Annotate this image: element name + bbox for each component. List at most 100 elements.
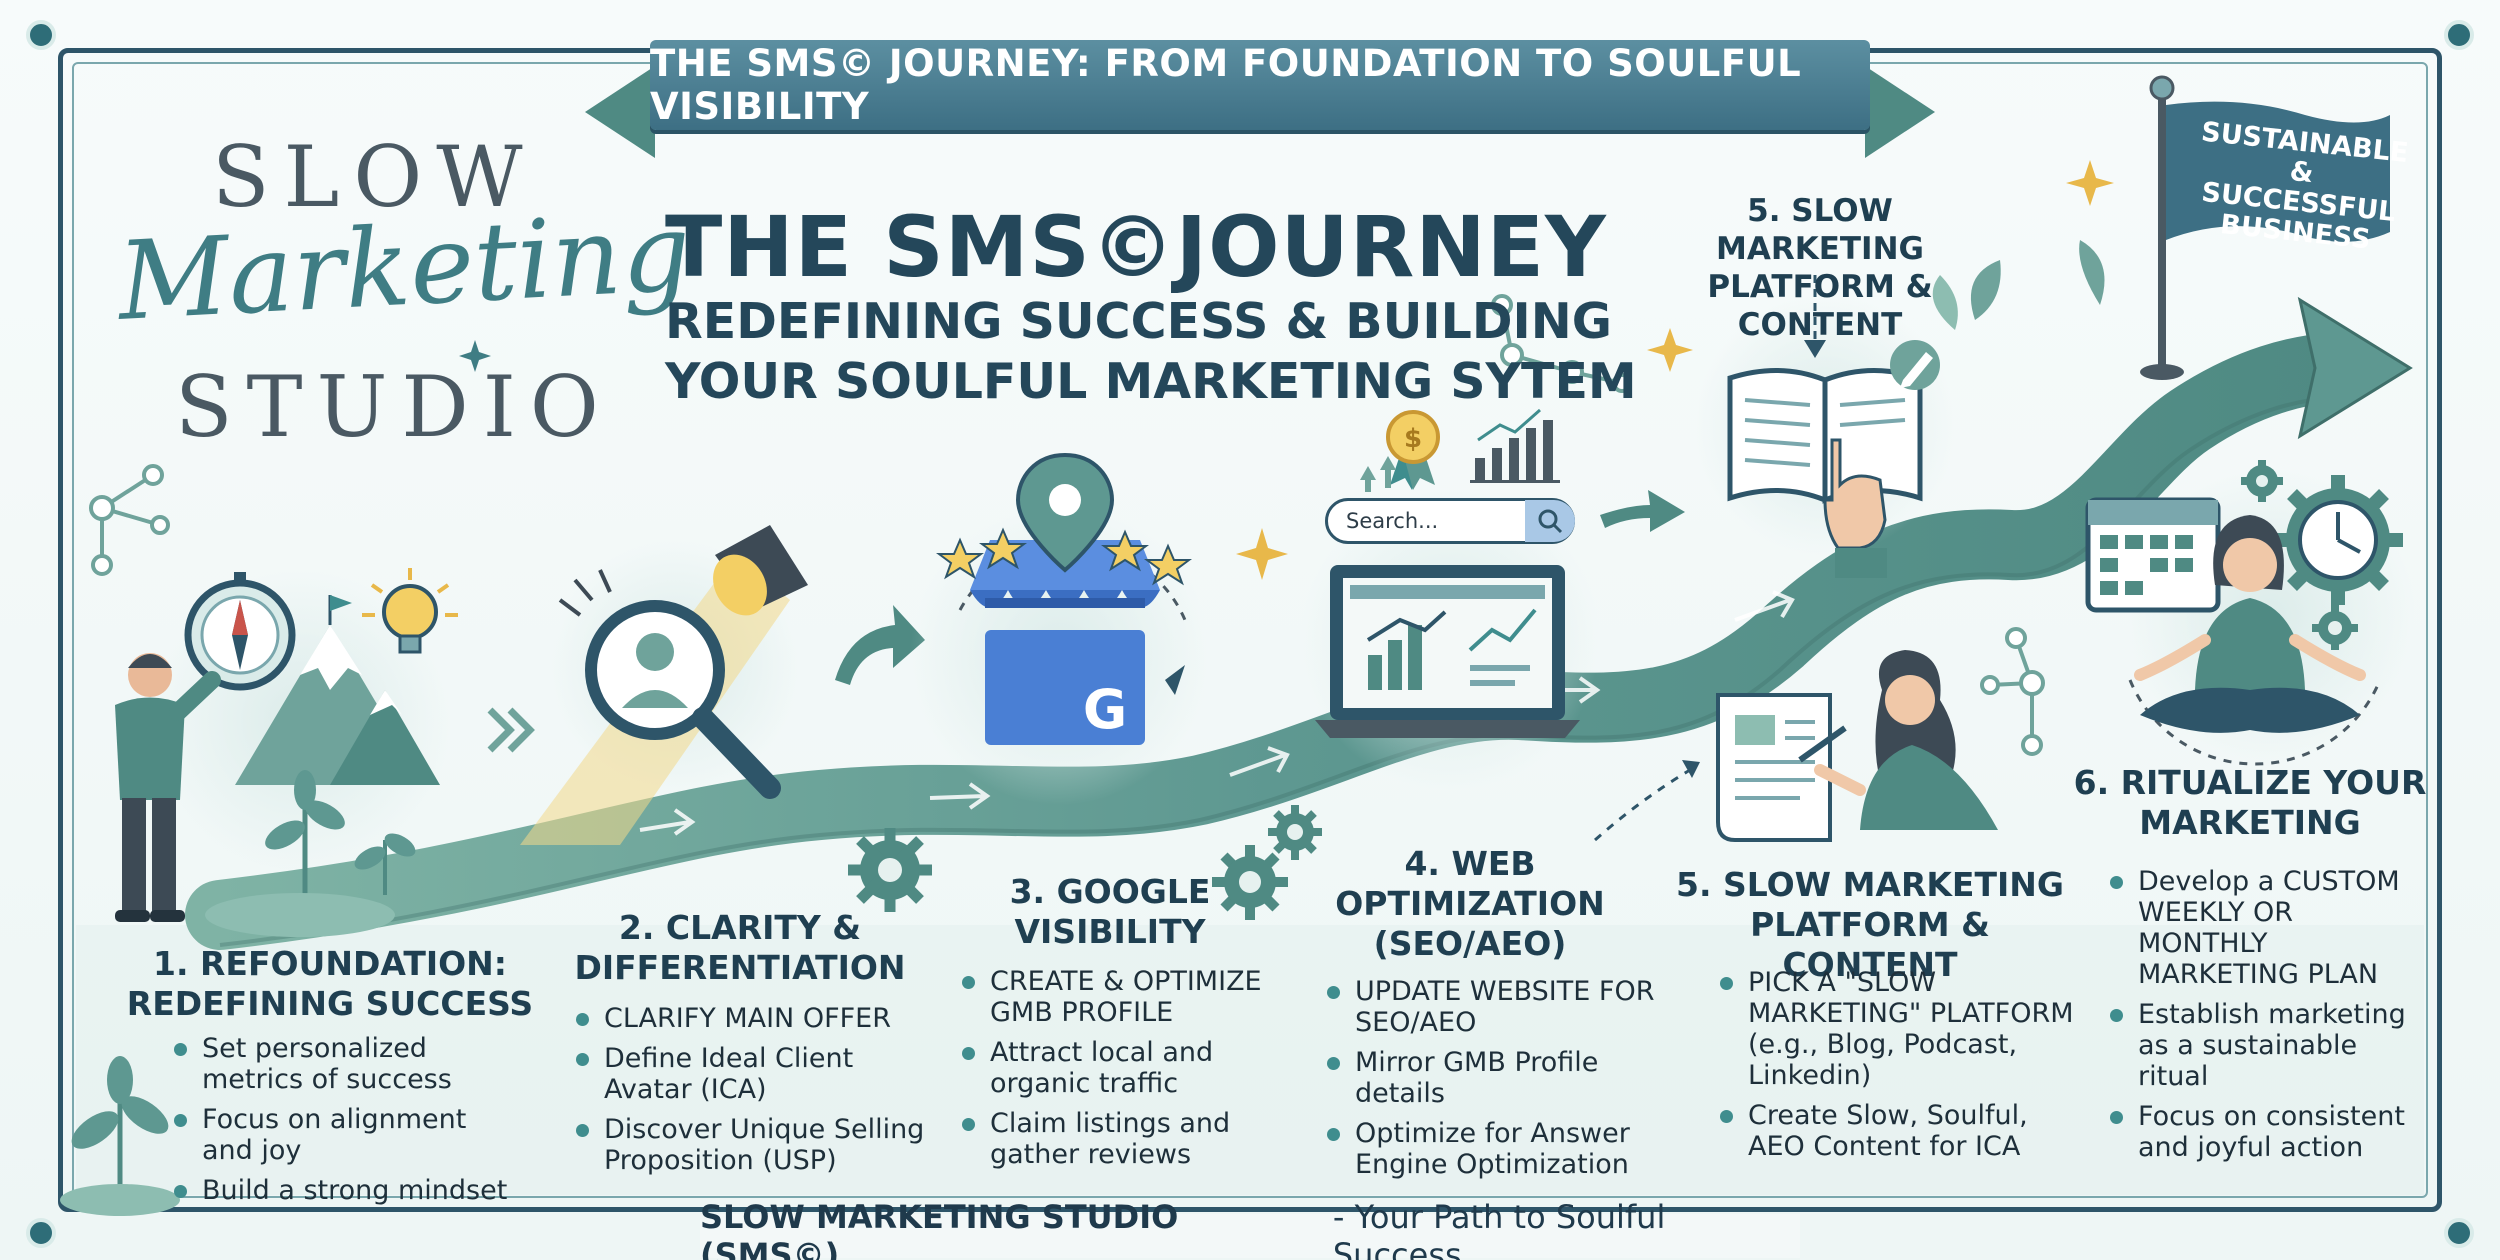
document-icon: [1716, 693, 1832, 842]
leaf-icon: [1932, 240, 2105, 330]
list-item: Create Slow, Soulful, AEO Content for IC…: [1718, 1100, 2078, 1162]
step5-title-line1: 5. SLOW MARKETING: [1676, 865, 2064, 904]
svg-text:$: $: [1404, 424, 1422, 454]
list-item: Claim listings and gather reviews: [960, 1108, 1300, 1170]
list-item: Focus on alignment and joy: [172, 1104, 512, 1166]
search-icon: [1538, 509, 1563, 534]
list-item: Define Ideal Client Avatar (ICA): [574, 1043, 944, 1105]
step4-title-line3: (SEO/AEO): [1373, 924, 1567, 963]
step2-title-line2: DIFFERENTIATION: [574, 948, 906, 987]
top-step5-label-line1: 5. SLOW MARKETING: [1716, 193, 1924, 267]
step1-title-line2: REDEFINING SUCCESS: [126, 984, 534, 1023]
headline-title: THE SMS©JOURNEY: [665, 198, 1607, 296]
curved-arrow-icon: [1600, 490, 1685, 532]
footer-brand: SLOW MARKETING STUDIO (SMS©): [700, 1198, 1179, 1260]
map-pin-icon: [1015, 452, 1115, 573]
headline-subtitle: REDEFINING SUCCESS & BUILDING YOUR SOULF…: [665, 292, 1637, 412]
road-arrowhead-icon: [2297, 296, 2413, 440]
sparkle-icon: [459, 340, 491, 372]
bar-chart-icon: [1470, 408, 1560, 483]
up-arrows-icon: [1360, 456, 1396, 492]
ribbon-left-icon: [585, 66, 655, 158]
google-logo-icon: G: [1083, 678, 1127, 741]
compass-icon: [184, 572, 296, 691]
network-nodes-icon: [1491, 294, 1632, 393]
ribbon-right-icon: [1865, 66, 1935, 158]
step1-title: 1. REFOUNDATION: REDEFINING SUCCESS: [120, 944, 540, 1024]
step6-bullets: Develop a CUSTOM WEEKLY OR MONTHLY MARKE…: [2108, 866, 2428, 1172]
brand-logo-studio: STUDIO: [175, 358, 613, 456]
list-item: Establish marketing as a sustainable rit…: [2108, 999, 2428, 1092]
sprout-corner-icon: [60, 1056, 180, 1216]
step1-title-line1: 1. REFOUNDATION:: [153, 944, 507, 983]
person-explorer-icon: [115, 653, 221, 922]
headline-subtitle-line1: REDEFINING SUCCESS & BUILDING: [665, 293, 1613, 350]
sparkle-icon: [1236, 160, 2114, 580]
list-item: Set personalized metrics of success: [172, 1033, 512, 1095]
top-step5-label-line2: PLATFORM & CONTENT: [1707, 269, 1933, 343]
corner-dot-icon: [2444, 1218, 2474, 1248]
step2-title: 2. CLARITY & DIFFERENTIATION: [560, 908, 920, 988]
step4-title-line2: OPTIMIZATION: [1335, 884, 1605, 923]
corner-dot-icon: [2444, 20, 2474, 50]
coin-medal-icon: $: [1386, 410, 1440, 490]
plant-icon: [265, 770, 416, 900]
mountain-icon: [235, 595, 440, 785]
open-book-icon: [1727, 368, 1923, 504]
list-item: UPDATE WEBSITE FOR SEO/AEO: [1325, 976, 1655, 1038]
step5-bullets: PICK A "SLOW MARKETING" PLATFORM (e.g., …: [1718, 967, 2078, 1171]
step3-title: 3. GOOGLE VISIBILITY: [950, 872, 1270, 952]
corner-dot-icon: [26, 1218, 56, 1248]
lightbulb-icon: [362, 568, 458, 654]
list-item: Focus on consistent and joyful action: [2108, 1101, 2428, 1163]
list-item: Optimize for Answer Engine Optimization: [1325, 1118, 1655, 1180]
step2-title-line1: 2. CLARITY &: [618, 908, 862, 947]
gear-icon: [1212, 805, 1322, 920]
network-nodes-icon: [1980, 627, 2045, 756]
double-chevron-icon: [487, 707, 535, 753]
step4-bullets: UPDATE WEBSITE FOR SEO/AEO Mirror GMB Pr…: [1325, 976, 1655, 1189]
step5-title-line2: PLATFORM & CONTENT: [1750, 905, 1990, 984]
list-item: CLARIFY MAIN OFFER: [574, 1003, 944, 1034]
meditating-woman-icon: [2134, 515, 2366, 733]
gear-icon: [2241, 460, 2358, 650]
gear-icon: [848, 828, 932, 912]
step3-title-line1: 3. GOOGLE: [1009, 872, 1211, 911]
list-item: Mirror GMB Profile details: [1325, 1047, 1655, 1109]
flag-label: SUSTAINABLE & SUCCESSFUL BUSINESS: [2189, 116, 2410, 258]
search-placeholder: Search...: [1346, 509, 1439, 533]
calendar-icon: [2085, 497, 2221, 613]
list-item: Build a strong mindset: [172, 1175, 512, 1206]
star-rating-icon: [936, 527, 1192, 586]
search-button[interactable]: [1525, 500, 1575, 542]
laptop-icon: [1315, 565, 1580, 738]
list-item: Attract local and organic traffic: [960, 1037, 1300, 1099]
step1-bullets: Set personalized metrics of success Focu…: [172, 1033, 512, 1215]
top-step5-label: 5. SLOW MARKETING PLATFORM & CONTENT: [1640, 192, 2000, 344]
list-item: CREATE & OPTIMIZE GMB PROFILE: [960, 966, 1300, 1028]
step4-title-line1: 4. WEB: [1404, 844, 1536, 883]
brand-logo-slow: SLOW: [212, 128, 537, 226]
footer-tagline: - Your Path to Soulful Success: [1332, 1198, 1666, 1260]
list-item: Develop a CUSTOM WEEKLY OR MONTHLY MARKE…: [2108, 866, 2428, 990]
top-banner: THE SMS© JOURNEY: FROM FOUNDATION TO SOU…: [650, 40, 1870, 130]
step3-title-line2: VISIBILITY: [1014, 912, 1206, 951]
woman-writing-icon: [1798, 650, 1998, 830]
step6-title: 6. RITUALIZE YOUR MARKETING: [2070, 763, 2430, 843]
network-nodes-icon: [89, 464, 170, 576]
pointing-hand-icon: [1823, 438, 1887, 578]
step2-bullets: CLARIFY MAIN OFFER Define Ideal Client A…: [574, 1003, 944, 1185]
list-item: Discover Unique Selling Proposition (USP…: [574, 1114, 944, 1176]
flag-icon: [2140, 75, 2390, 380]
clock-gear-icon: [2273, 475, 2403, 605]
headline-subtitle-line2: YOUR SOULFUL MARKETING SYTEM: [665, 353, 1637, 410]
step4-title: 4. WEB OPTIMIZATION (SEO/AEO): [1320, 844, 1620, 964]
curved-arrow-icon: [835, 605, 925, 685]
spotlight-icon: [558, 525, 808, 617]
step6-title-line2: MARKETING: [2139, 803, 2361, 842]
corner-dot-icon: [26, 20, 56, 50]
magnifier-person-icon: [585, 600, 781, 799]
dashed-arrow-icon: [1165, 665, 1185, 695]
step5-title: 5. SLOW MARKETING PLATFORM & CONTENT: [1670, 865, 2070, 985]
